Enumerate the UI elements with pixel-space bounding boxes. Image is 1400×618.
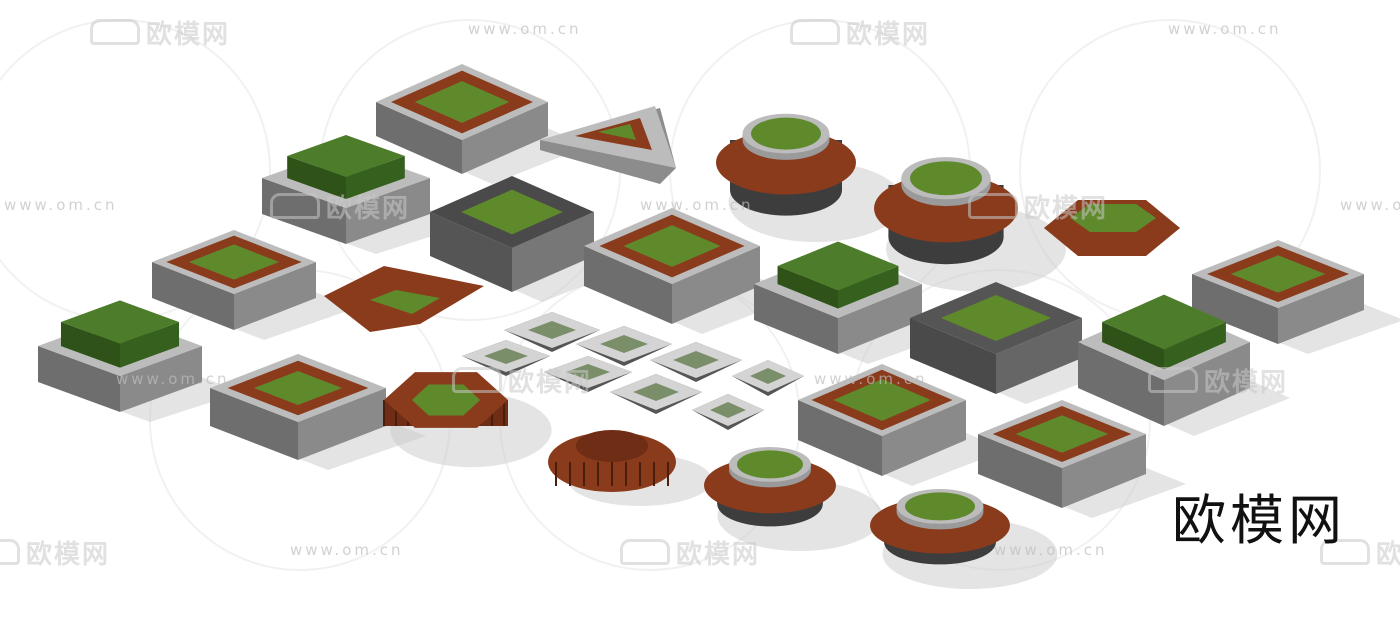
hedge <box>1102 322 1164 370</box>
tree-grate <box>528 321 576 339</box>
hedge <box>346 156 405 199</box>
planter-side <box>38 346 120 412</box>
planter-side <box>210 388 298 460</box>
planter-side <box>512 212 594 292</box>
planter-side <box>1078 342 1164 426</box>
grass-bed <box>370 290 440 314</box>
planter-side <box>120 346 202 412</box>
planter-side <box>672 246 760 324</box>
planter-side <box>1062 434 1146 508</box>
planter-side <box>234 262 316 330</box>
planter-side <box>584 246 672 324</box>
hedge <box>60 300 180 344</box>
planter-side <box>838 284 922 354</box>
planter-side <box>298 388 386 460</box>
hedge <box>60 322 120 368</box>
hedge <box>287 135 405 177</box>
grass-bed <box>905 492 975 521</box>
grass-bed <box>1015 415 1109 453</box>
grass-bed <box>737 450 803 479</box>
planter-side <box>754 284 838 354</box>
planter-side <box>978 434 1062 508</box>
tree-grate <box>566 364 610 380</box>
grass-bed <box>910 161 982 196</box>
hedge <box>838 266 899 309</box>
wood-bench <box>576 430 648 462</box>
planter-side <box>798 400 882 476</box>
grass-bed <box>751 117 821 150</box>
tree-grate <box>484 348 528 364</box>
grass-bed <box>461 189 563 235</box>
planter-side <box>1192 274 1278 344</box>
planter-side <box>462 102 548 174</box>
tree-grate <box>710 402 746 418</box>
hedge <box>1164 322 1226 370</box>
grass-bed <box>623 225 721 267</box>
planter-side <box>152 262 234 330</box>
planter-side <box>1278 274 1364 344</box>
planter-side <box>996 318 1082 394</box>
grass-bed <box>1230 255 1326 293</box>
hedge <box>1102 294 1226 350</box>
grass-bed <box>598 124 636 140</box>
tree-grate <box>600 335 648 353</box>
grass-bed <box>188 244 280 280</box>
grass-bed <box>254 371 342 405</box>
grass-bed <box>833 379 931 421</box>
planter-side <box>910 318 996 394</box>
grass-bed <box>940 294 1052 342</box>
planter-side <box>430 212 512 292</box>
grass-bed <box>1070 204 1156 232</box>
tree-grate <box>633 383 679 401</box>
hedge <box>120 322 180 368</box>
tree-grate <box>750 368 786 384</box>
planter-side <box>1164 342 1250 426</box>
tree-grate <box>673 351 719 369</box>
brand-text: 欧模网 <box>1172 489 1346 552</box>
planter-side <box>346 178 430 244</box>
hedge <box>777 266 838 309</box>
grass-bed <box>414 81 510 123</box>
hedge <box>777 241 899 291</box>
hedge <box>287 156 346 199</box>
planter-side <box>882 400 966 476</box>
planter-side <box>376 102 462 174</box>
